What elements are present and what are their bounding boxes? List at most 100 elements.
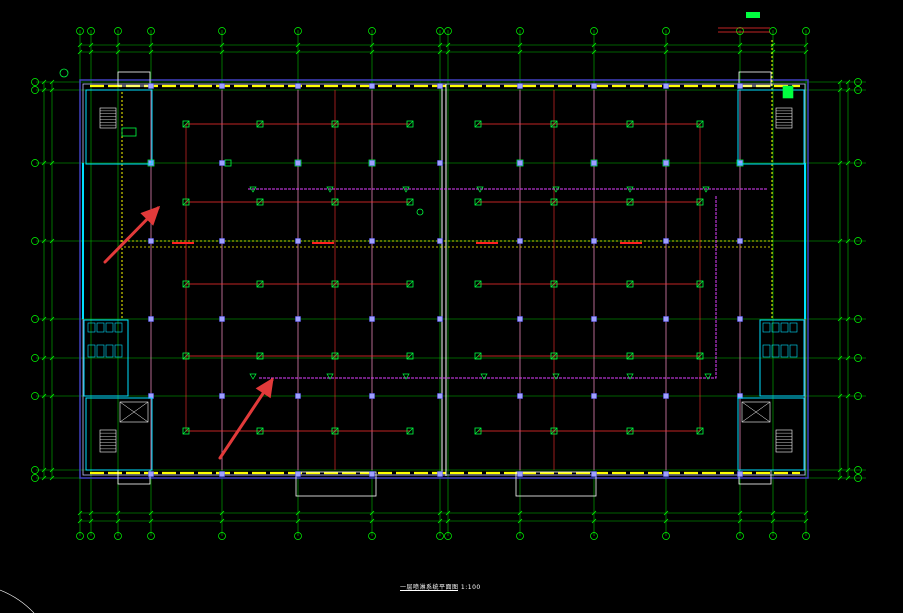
axis-grid-lines bbox=[36, 30, 866, 536]
toilet-fixture-icon bbox=[96, 322, 105, 333]
sprinkler-head-mark bbox=[331, 120, 339, 128]
column-icon bbox=[737, 83, 743, 89]
sprinkler-head-icon bbox=[147, 159, 155, 167]
triangle-marker bbox=[704, 373, 712, 380]
sprinkler-head-mark bbox=[331, 198, 339, 206]
dimension-tick bbox=[148, 518, 154, 524]
column-icon bbox=[148, 316, 154, 322]
column-icon bbox=[295, 316, 301, 322]
dimension-tick bbox=[445, 49, 451, 55]
triangle-marker bbox=[552, 186, 560, 193]
axis-bubble-icon bbox=[114, 27, 122, 35]
sprinkler-head-mark bbox=[696, 280, 704, 288]
stair-icon bbox=[775, 107, 793, 129]
dimension-tick bbox=[49, 87, 55, 93]
axis-bubble-icon bbox=[854, 466, 862, 474]
axis-bubbles bbox=[31, 27, 862, 540]
sprinkler-head-icon bbox=[406, 352, 414, 360]
column-icon bbox=[517, 238, 523, 244]
dimension-tick bbox=[88, 49, 94, 55]
triangle-marker bbox=[626, 373, 634, 380]
sprinkler-head-icon bbox=[406, 198, 414, 206]
dimension-tick bbox=[41, 79, 47, 85]
dimension-tick bbox=[41, 393, 47, 399]
axis-bubble-icon bbox=[147, 27, 155, 35]
axis-bubble-icon bbox=[31, 159, 39, 167]
sprinkler-head-mark bbox=[550, 280, 558, 288]
column-icon bbox=[737, 316, 743, 322]
dimension-tick bbox=[803, 518, 809, 524]
dimension-tick bbox=[41, 475, 47, 481]
axis-bubble-icon bbox=[516, 27, 524, 35]
dimension-tick bbox=[49, 355, 55, 361]
sprinkler-head-mark bbox=[696, 198, 704, 206]
column-icon bbox=[437, 471, 443, 477]
axis-bubble-icon bbox=[31, 474, 39, 482]
sprinkler-head-mark bbox=[474, 198, 482, 206]
axis-bubble-icon bbox=[590, 27, 598, 35]
sprinkler-head-mark bbox=[256, 427, 264, 435]
sprinkler-head-mark bbox=[696, 427, 704, 435]
sprinkler-head-mark bbox=[406, 352, 414, 360]
column-icon bbox=[295, 83, 301, 89]
column-icon bbox=[663, 393, 669, 399]
dimension-tick bbox=[115, 510, 121, 516]
column-icon bbox=[369, 316, 375, 322]
dimension-tick bbox=[219, 510, 225, 516]
column-icon bbox=[663, 316, 669, 322]
sprinkler-head-icon bbox=[550, 198, 558, 206]
dimension-tick bbox=[77, 518, 83, 524]
triangle-marker bbox=[626, 186, 634, 193]
elevator-icon bbox=[119, 401, 149, 423]
sprinkler-head-mark bbox=[550, 198, 558, 206]
sprinkler-head-icon bbox=[182, 427, 190, 435]
sprinkler-head-icon bbox=[256, 427, 264, 435]
dimension-tick bbox=[445, 42, 451, 48]
sprinkler-head-icon bbox=[256, 352, 264, 360]
sprinkler-head-icon bbox=[626, 280, 634, 288]
dimension-tick bbox=[770, 518, 776, 524]
dimension-tick bbox=[737, 510, 743, 516]
sprinkler-head-icon bbox=[550, 120, 558, 128]
sprinkler-head-mark bbox=[331, 352, 339, 360]
stair-icon bbox=[775, 429, 793, 453]
column-icon bbox=[517, 393, 523, 399]
stair-icon bbox=[99, 429, 117, 453]
inner-wall bbox=[82, 83, 806, 476]
axis-bubble-icon bbox=[444, 27, 452, 35]
dimension-tick bbox=[148, 49, 154, 55]
dimension-tick bbox=[663, 49, 669, 55]
dimension-tick bbox=[591, 510, 597, 516]
column-icon bbox=[591, 238, 597, 244]
dimension-tick bbox=[663, 518, 669, 524]
dimension-tick bbox=[49, 316, 55, 322]
sprinkler-head-icon bbox=[626, 120, 634, 128]
column-icon bbox=[369, 238, 375, 244]
column-icon bbox=[148, 83, 154, 89]
dimension-tick bbox=[219, 42, 225, 48]
column-icon bbox=[737, 238, 743, 244]
legend-block bbox=[746, 12, 760, 18]
building-outline bbox=[79, 40, 809, 497]
sprinkler-head-mark bbox=[406, 280, 414, 288]
dimension-tick bbox=[41, 467, 47, 473]
toilet-fixture-icon bbox=[762, 322, 771, 333]
toilet-fixture-icon bbox=[114, 322, 123, 333]
sprinkler-head-icon bbox=[224, 159, 232, 167]
sprinkler-head-icon bbox=[406, 280, 414, 288]
sprinkler-head-icon bbox=[474, 120, 482, 128]
sprinkler-head-icon bbox=[696, 280, 704, 288]
dimension-tick bbox=[803, 42, 809, 48]
dimension-tick bbox=[41, 355, 47, 361]
dimension-tick bbox=[770, 42, 776, 48]
dimension-tick bbox=[845, 160, 851, 166]
triangle-marker bbox=[326, 186, 334, 193]
dimension-tick bbox=[737, 49, 743, 55]
dimension-tick bbox=[219, 518, 225, 524]
dimension-tick bbox=[219, 49, 225, 55]
dimension-tick bbox=[845, 475, 851, 481]
dimension-tick bbox=[437, 42, 443, 48]
axis-bubble-icon bbox=[436, 27, 444, 35]
column-icon bbox=[517, 471, 523, 477]
corner-box bbox=[738, 71, 772, 87]
